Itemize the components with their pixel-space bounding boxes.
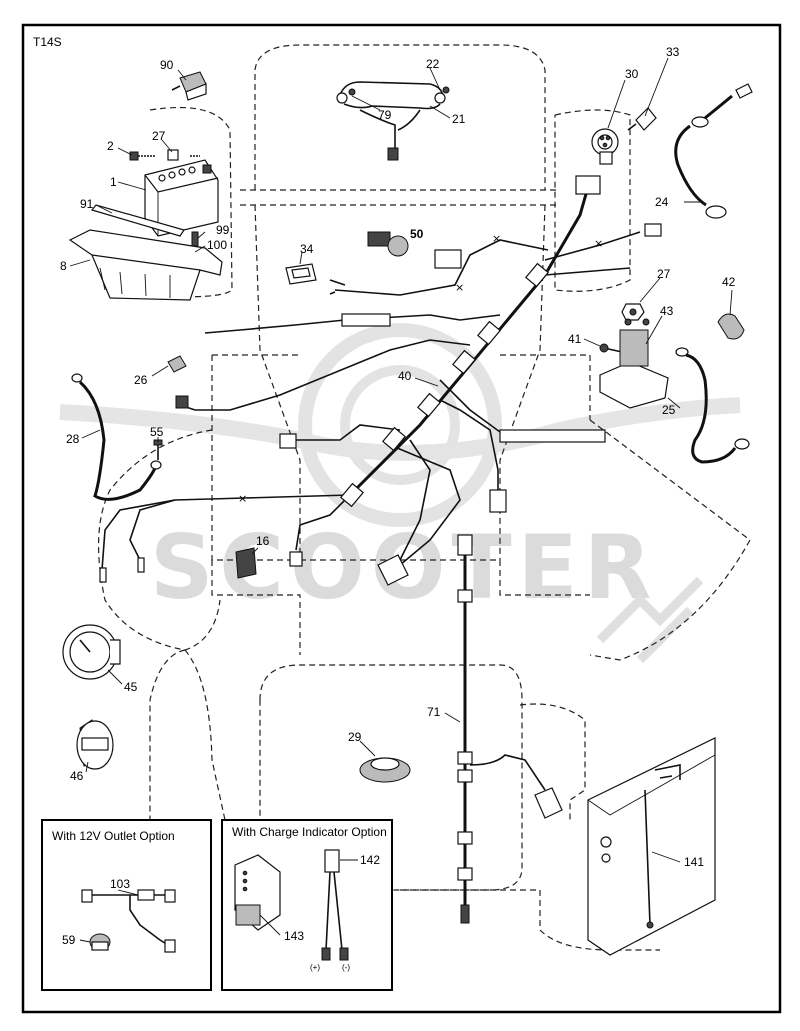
callout-42: 42 xyxy=(722,275,736,289)
callout-59: 59 xyxy=(62,933,76,947)
part-141-assembly xyxy=(587,737,716,956)
charge-plus-label: (+) xyxy=(310,963,320,972)
callout-40: 40 xyxy=(398,369,412,383)
part-21-harness xyxy=(336,81,450,161)
part-90-connector xyxy=(171,71,207,101)
callout-1: 1 xyxy=(110,175,117,189)
callout-79: 79 xyxy=(378,108,392,122)
part-30-ignition-switch xyxy=(591,128,619,165)
callout-91: 91 xyxy=(80,197,94,211)
inset-charge-indicator: With Charge Indicator Option (+) (-) xyxy=(221,819,393,991)
callout-27-right: 27 xyxy=(657,267,671,281)
tractor-outline xyxy=(97,44,751,951)
part-24-battery-cable xyxy=(674,83,753,219)
part-8-battery-tray xyxy=(68,229,223,301)
callout-leaders xyxy=(69,57,733,943)
callout-29: 29 xyxy=(348,730,362,744)
callout-45: 45 xyxy=(124,680,138,694)
callout-30: 30 xyxy=(625,67,639,81)
part-25-cable xyxy=(675,347,750,464)
part-46-gauge xyxy=(76,719,114,770)
callout-100: 100 xyxy=(207,238,227,252)
part-27-nut-b xyxy=(621,303,645,321)
harness-x-mark-1: × xyxy=(492,232,501,245)
callout-28: 28 xyxy=(66,432,80,446)
part-1-battery xyxy=(144,159,219,237)
inset-charge-indicator-title: With Charge Indicator Option xyxy=(232,825,387,839)
callout-71: 71 xyxy=(427,705,441,719)
part-43-solenoid xyxy=(599,318,669,409)
part-27-nut xyxy=(167,149,200,161)
callout-103: 103 xyxy=(110,877,130,891)
diagram-code: T14S xyxy=(33,35,62,49)
callout-labels: 90 22 79 21 33 30 2 27 1 91 99 100 8 34 … xyxy=(60,45,736,947)
part-26-fuse xyxy=(167,355,187,373)
callout-50: 50 xyxy=(410,227,424,241)
part-42-cap xyxy=(717,313,745,340)
part-2-bolt xyxy=(129,151,156,161)
charge-minus-label: (-) xyxy=(342,963,350,972)
callout-33: 33 xyxy=(666,45,680,59)
part-41-bolt xyxy=(599,343,623,353)
callout-34: 34 xyxy=(300,242,314,256)
part-91-strap xyxy=(90,204,185,237)
callout-142: 142 xyxy=(360,853,380,867)
part-33-key xyxy=(627,107,657,131)
part-45-hour-meter xyxy=(62,624,121,680)
callout-46: 46 xyxy=(70,769,84,783)
part-71-harness xyxy=(457,534,563,924)
part-28-cable xyxy=(71,373,162,501)
callout-27-top: 27 xyxy=(152,129,166,143)
watermark: SCOOTER xyxy=(59,323,741,664)
callout-26: 26 xyxy=(134,373,148,387)
part-40-main-harness: × × × × xyxy=(99,175,662,586)
harness-x-mark-4: × xyxy=(238,492,247,505)
callout-22: 22 xyxy=(426,57,440,71)
callout-99: 99 xyxy=(216,223,230,237)
part-34-switch xyxy=(285,263,317,285)
callout-24: 24 xyxy=(655,195,669,209)
part-99-bolt xyxy=(191,231,199,247)
callout-16: 16 xyxy=(256,534,270,548)
callout-141: 141 xyxy=(684,855,704,869)
harness-x-mark-3: × xyxy=(455,281,464,294)
part-29-plug xyxy=(359,757,411,783)
callout-2: 2 xyxy=(107,139,114,153)
callout-41: 41 xyxy=(568,332,582,346)
inset-12v-outlet: With 12V Outlet Option xyxy=(41,819,212,991)
callout-25: 25 xyxy=(662,403,676,417)
part-50-pto-switch xyxy=(367,231,409,257)
callout-143: 143 xyxy=(284,929,304,943)
callout-8: 8 xyxy=(60,259,67,273)
callout-55: 55 xyxy=(150,425,164,439)
harness-x-mark-2: × xyxy=(594,237,603,250)
inset-12v-outlet-title: With 12V Outlet Option xyxy=(52,829,175,843)
callout-90: 90 xyxy=(160,58,174,72)
callout-21: 21 xyxy=(452,112,466,126)
callout-43: 43 xyxy=(660,304,674,318)
part-16-relay xyxy=(235,547,257,579)
